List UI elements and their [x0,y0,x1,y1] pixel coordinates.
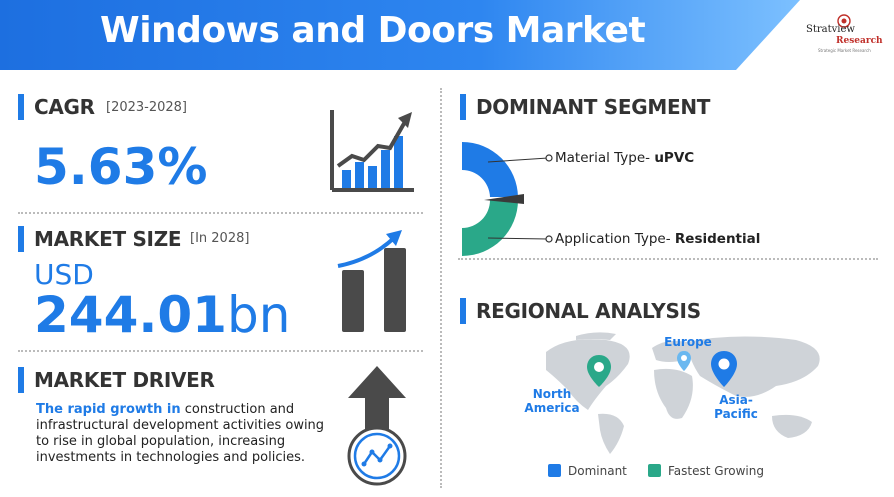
segment-item-material: Material Type- uPVC [555,150,694,166]
cagr-title: CAGR [34,95,95,119]
market-driver-title: MARKET DRIVER [34,368,215,392]
section-divider [18,350,423,352]
map-pin-icon [711,351,737,387]
dominant-segment-title: DOMINANT SEGMENT [476,95,711,119]
legend-label-fastest: Fastest Growing [668,464,764,478]
header-banner [0,0,800,70]
region-label-asia-pacific: Asia-Pacific [714,393,758,421]
legend-swatch-fastest [648,464,661,477]
segment-item-value: uPVC [654,150,695,166]
logo-text-primary: Stratview [806,24,855,35]
segment-item-label: Application Type- [555,231,675,247]
regional-analysis-title: REGIONAL ANALYSIS [476,299,701,323]
target-icon [837,14,851,28]
column-divider [440,88,442,488]
segment-donut-chart [462,142,553,256]
section-divider [458,258,878,260]
cagr-period: [2023-2028] [106,100,188,115]
section-marker [460,94,466,120]
segment-item-application: Application Type- Residential [555,231,760,247]
section-divider [18,212,423,214]
bar-growth-icon [337,230,406,332]
segment-arc-application [462,200,518,256]
brand-logo[interactable]: Stratview Research Strategic Market Rese… [806,14,888,62]
logo-text-secondary: Research [836,36,883,46]
page-title: Windows and Doors Market [100,10,646,51]
upward-arrow-icon [347,366,407,486]
market-size-unit: bn [226,286,291,344]
market-size-amount: 244.01bn [34,286,290,344]
segment-item-value: Residential [674,231,761,247]
map-pin-icon [677,351,691,371]
legend-label-dominant: Dominant [568,464,627,478]
logo-tagline: Strategic Market Research [818,48,871,53]
section-marker [18,94,24,120]
growth-chart-icon [330,110,414,192]
section-marker [460,298,466,324]
market-size-currency: USD [34,258,94,291]
map-pin-icon [587,355,611,387]
segment-arc-material [462,142,518,197]
cagr-value: 5.63% [34,138,208,196]
market-driver-highlight: The rapid growth in [36,402,181,417]
legend-swatch-dominant [548,464,561,477]
market-size-period: [In 2028] [190,231,250,246]
segment-pointer [484,194,524,204]
market-driver-body: construction and infrastructural develop… [36,402,325,465]
segment-item-label: Material Type- [555,150,655,166]
market-size-value: 244.01 [34,286,227,344]
market-size-title: MARKET SIZE [34,227,182,251]
region-label-europe: Europe [664,335,712,349]
market-driver-text: The rapid growth in construction and inf… [36,402,336,466]
region-label-north-america: North America [524,387,580,415]
section-marker [18,226,24,252]
world-map [546,332,820,454]
section-marker [18,367,24,393]
